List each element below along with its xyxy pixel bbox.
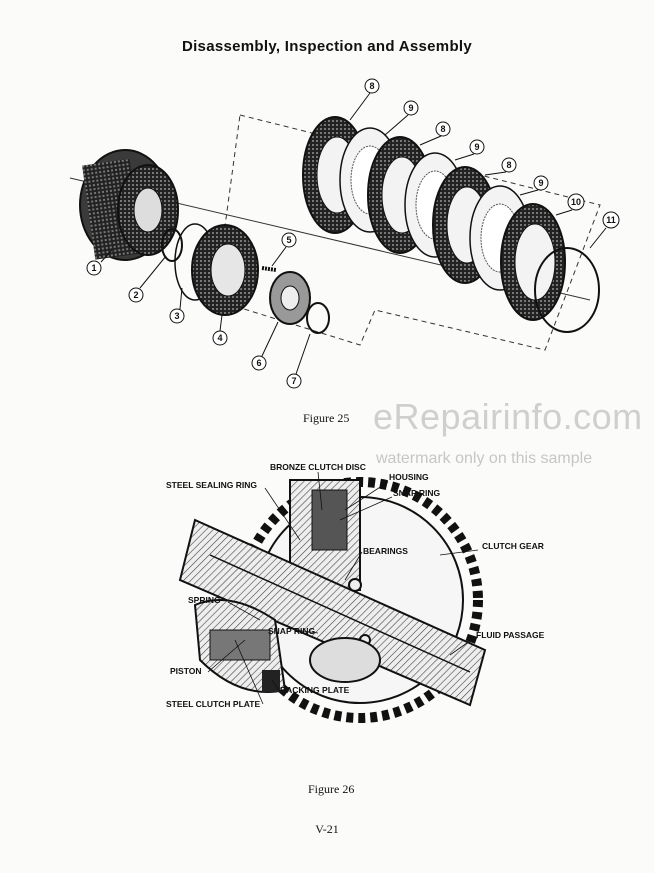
callout-set-figure-25: 1 2 3 4 5 6 7 8 9 8 9 8 9 10 11 [86, 78, 620, 389]
callout-2: 2 [133, 290, 138, 300]
callout-4: 4 [217, 333, 222, 343]
piston-part [191, 224, 259, 316]
label-piston: PISTON [170, 666, 202, 676]
dashed-group-outline [214, 114, 601, 351]
watermark-note: watermark only on this sample [376, 450, 593, 467]
clutch-drum-part [79, 149, 179, 261]
ring-part-2 [161, 228, 183, 262]
label-bronze-clutch-disc: BRONZE CLUTCH DISC [270, 462, 366, 472]
page-number: V-21 [315, 822, 339, 836]
label-clutch-gear: CLUTCH GEAR [482, 541, 544, 551]
callout-9b: 9 [474, 142, 479, 152]
callout-5: 5 [286, 235, 291, 245]
callout-7: 7 [291, 376, 296, 386]
label-steel-clutch-plate: STEEL CLUTCH PLATE [166, 699, 260, 709]
label-housing: HOUSING [389, 472, 429, 482]
label-snap-ring-top: SNAP RING [393, 488, 440, 498]
figure-26-caption: Figure 26 [308, 782, 355, 796]
page-title: Disassembly, Inspection and Assembly [181, 38, 473, 55]
label-bearings: BEARINGS [363, 546, 408, 556]
callout-9a: 9 [408, 103, 413, 113]
cutaway-figure-26 [178, 477, 487, 723]
label-snap-ring-mid: SNAP RING [268, 626, 315, 636]
clutch-plate-stack [302, 116, 600, 333]
callout-8c: 8 [506, 160, 511, 170]
figure-25-caption: Figure 25 [303, 411, 350, 425]
callout-3: 3 [174, 311, 179, 321]
label-spring: SPRING [188, 595, 221, 605]
watermark-site: eRepairinfo.com [373, 396, 643, 437]
snap-ring-part-7 [306, 302, 330, 334]
spring-part [261, 266, 277, 272]
figure-26-leaders [207, 471, 479, 705]
label-fluid-passage: FLUID PASSAGE [476, 630, 545, 640]
callout-8a: 8 [369, 81, 374, 91]
label-steel-sealing-ring: STEEL SEALING RING [166, 480, 257, 490]
callout-11: 11 [606, 215, 616, 225]
callout-8b: 8 [440, 124, 445, 134]
callout-6: 6 [256, 358, 261, 368]
label-backing-plate: BACKING PLATE [280, 685, 350, 695]
callout-9c: 9 [538, 178, 543, 188]
callout-1: 1 [91, 263, 96, 273]
callout-10: 10 [571, 197, 581, 207]
